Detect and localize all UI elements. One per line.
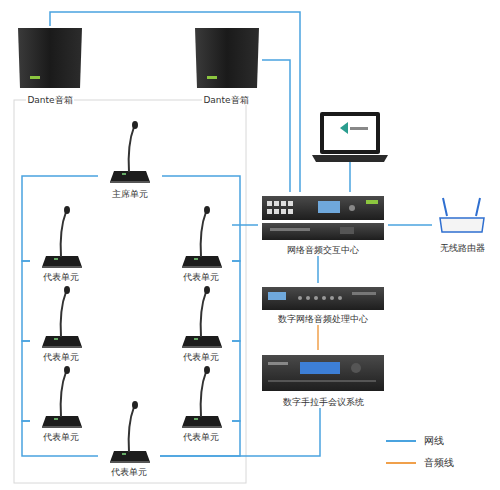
delegate-unit: 代表单元 bbox=[170, 363, 232, 443]
node-label: 主席单元 bbox=[111, 189, 149, 199]
legend-text: 音频线 bbox=[424, 456, 454, 470]
node-label-row: 代表单元 bbox=[30, 351, 92, 363]
switch-node: 网络音频交互中心 bbox=[258, 192, 388, 256]
node-label-row: 代表单元 bbox=[30, 431, 92, 443]
network-cable bbox=[50, 12, 300, 192]
legend-text: 网线 bbox=[424, 434, 444, 448]
audio-cable bbox=[317, 325, 319, 350]
chair-unit: 主席单元 bbox=[98, 118, 162, 200]
speaker-node: Dante音箱 bbox=[14, 26, 86, 106]
node-label: 无线路由器 bbox=[439, 243, 486, 253]
network-cable bbox=[22, 341, 30, 421]
network-cable bbox=[160, 421, 240, 456]
node-label-row: 网络音频交互中心 bbox=[258, 244, 388, 256]
node-label: 数字网络音频处理中心 bbox=[277, 314, 369, 324]
node-label-row: 主席单元 bbox=[98, 188, 162, 200]
node-label: 代表单元 bbox=[182, 352, 220, 362]
node-label-row: Dante音箱 bbox=[14, 94, 86, 106]
node-label: 代表单元 bbox=[42, 432, 80, 442]
node-label: Dante音箱 bbox=[26, 95, 73, 105]
network-cable bbox=[232, 341, 240, 421]
node-label: Dante音箱 bbox=[202, 95, 249, 105]
network-cable bbox=[232, 261, 240, 341]
processor-node: 数字网络音频处理中心 bbox=[258, 283, 388, 325]
delegate-unit: 代表单元 bbox=[170, 283, 232, 363]
node-label-row: 数字网络音频处理中心 bbox=[258, 313, 388, 325]
node-label-row: 代表单元 bbox=[170, 351, 232, 363]
node-label-row: 无线路由器 bbox=[432, 242, 492, 254]
node-label: 代表单元 bbox=[182, 272, 220, 282]
delegate-unit: 代表单元 bbox=[30, 363, 92, 443]
network-cable bbox=[162, 176, 240, 261]
delegate-unit: 代表单元 bbox=[30, 283, 92, 363]
node-label: 代表单元 bbox=[42, 352, 80, 362]
legend-swatch bbox=[386, 462, 416, 464]
network-cable bbox=[160, 408, 320, 456]
node-label-row: 代表单元 bbox=[98, 466, 160, 478]
delegate-unit: 代表单元 bbox=[170, 203, 232, 283]
node-label: 代表单元 bbox=[110, 467, 148, 477]
network-cable bbox=[22, 421, 98, 456]
node-label-row: 代表单元 bbox=[30, 271, 92, 283]
network-cable bbox=[22, 176, 98, 261]
network-cable bbox=[388, 224, 432, 226]
network-cable bbox=[317, 256, 319, 283]
node-label-row: 代表单元 bbox=[170, 271, 232, 283]
node-label: 代表单元 bbox=[182, 432, 220, 442]
node-label-row: 代表单元 bbox=[170, 431, 232, 443]
legend-swatch bbox=[386, 440, 416, 442]
node-label: 代表单元 bbox=[42, 272, 80, 282]
speaker-node: Dante音箱 bbox=[190, 26, 262, 106]
delegate-unit: 代表单元 bbox=[98, 398, 160, 478]
network-cable bbox=[232, 224, 258, 226]
node-label-row: 数字手拉手会议系统 bbox=[258, 396, 388, 408]
node-label: 数字手拉手会议系统 bbox=[282, 397, 365, 407]
router-node: 无线路由器 bbox=[432, 198, 492, 254]
network-cable bbox=[22, 261, 30, 341]
delegate-unit: 代表单元 bbox=[30, 203, 92, 283]
network-cable bbox=[262, 60, 290, 192]
node-label: 网络音频交互中心 bbox=[286, 245, 360, 255]
node-label-row: Dante音箱 bbox=[190, 94, 262, 106]
conference-node: 数字手拉手会议系统 bbox=[258, 350, 388, 408]
